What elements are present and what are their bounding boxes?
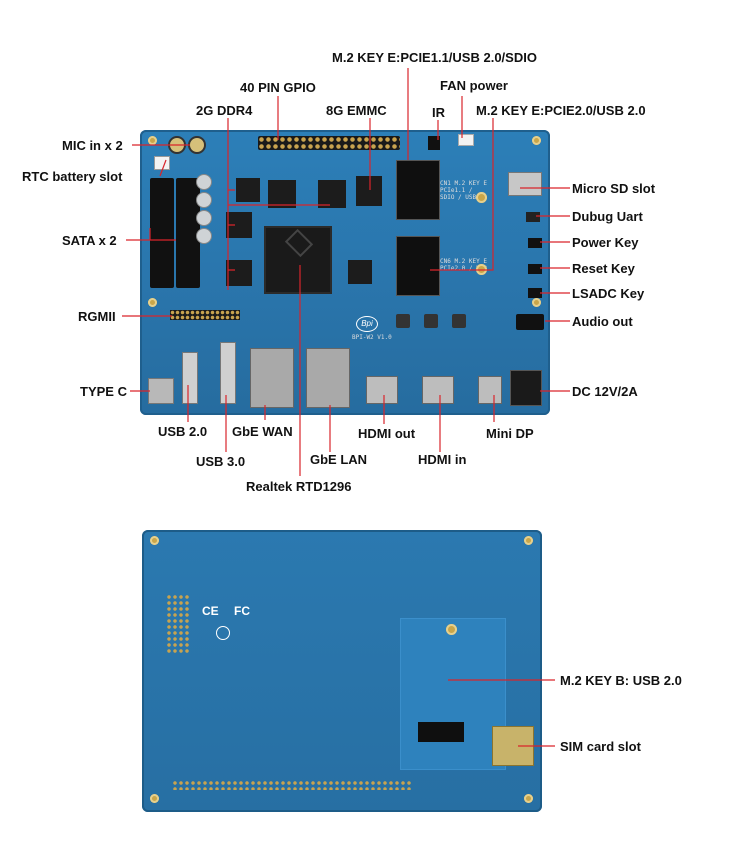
- usb3-port: [220, 342, 236, 404]
- label-hdmi-in: HDMI in: [418, 452, 467, 467]
- m2-e1-silk-text: CN1 M.2 KEY E PCIe1.1 / SDIO / USB: [440, 180, 487, 201]
- usb2-port: [182, 352, 198, 404]
- leader-m2-e-right: [430, 118, 494, 271]
- lsadc-key-button[interactable]: [528, 288, 542, 298]
- capacitor: [196, 228, 212, 244]
- label-sim: SIM card slot: [560, 739, 641, 754]
- mounting-hole: [150, 794, 159, 803]
- label-usb2: USB 2.0: [158, 424, 208, 439]
- capacitor: [196, 192, 212, 208]
- emmc-chip: [356, 176, 382, 206]
- pad-grid: [166, 594, 190, 654]
- label-mini-dp: Mini DP: [486, 426, 534, 441]
- m2-standoff: [446, 624, 457, 635]
- label-reset-key: Reset Key: [572, 261, 635, 276]
- m2-key-b-slot: [418, 722, 464, 742]
- gpio-header: [258, 136, 400, 150]
- board-bottom-side: CE FC: [142, 530, 542, 812]
- label-rtc: RTC battery slot: [22, 169, 123, 184]
- bpi-logo-text: Bpi: [361, 319, 373, 328]
- m2-e2-silk: CN6 M.2 KEY E PCIe2.0 / USB: [440, 240, 492, 288]
- label-ddr4: 2G DDR4: [196, 103, 253, 118]
- ic-chip: [348, 260, 372, 284]
- label-mic: MIC in x 2: [62, 138, 123, 153]
- label-emmc: 8G EMMC: [326, 103, 387, 118]
- mounting-hole: [532, 298, 541, 307]
- m2-standoff: [476, 192, 487, 203]
- sata-connector: [150, 178, 174, 288]
- label-sata: SATA x 2: [62, 233, 117, 248]
- leader-sata: [126, 228, 176, 241]
- recycle-icon: [216, 626, 230, 640]
- ddr4-chip: [318, 180, 346, 208]
- gbe-lan-port: [306, 348, 350, 408]
- label-type-c: TYPE C: [80, 384, 127, 399]
- mounting-hole: [148, 136, 157, 145]
- label-hdmi-out: HDMI out: [358, 426, 416, 441]
- leader-rtc: [159, 159, 167, 177]
- board-model-silk: BPI-W2 V1.0: [352, 334, 392, 341]
- label-gpio: 40 PIN GPIO: [240, 80, 316, 95]
- mounting-hole: [532, 136, 541, 145]
- ddr4-chip: [236, 178, 260, 202]
- label-power-key: Power Key: [572, 235, 639, 250]
- gbe-wan-port: [250, 348, 294, 408]
- mini-dp-port: [478, 376, 502, 404]
- label-m2-b: M.2 KEY B: USB 2.0: [560, 673, 682, 688]
- label-audio-out: Audio out: [572, 314, 633, 329]
- rgmii-header: [170, 310, 240, 320]
- capacitor: [196, 210, 212, 226]
- dc-power-jack: [510, 370, 542, 406]
- m2-key-e-slot-1: [396, 160, 440, 220]
- pad-row: [172, 780, 412, 790]
- ce-mark-icon: CE: [202, 604, 219, 618]
- label-fan-power: FAN power: [440, 78, 508, 93]
- mounting-hole: [524, 536, 533, 545]
- inductor: [452, 314, 466, 328]
- reset-key-button[interactable]: [528, 264, 542, 274]
- mounting-hole: [524, 794, 533, 803]
- m2-e1-silk: CN1 M.2 KEY E PCIe1.1 / SDIO / USB: [440, 162, 492, 210]
- soc-chip: [264, 226, 332, 294]
- micro-sd-slot: [508, 172, 542, 196]
- hdmi-out-port: [366, 376, 398, 404]
- power-key-button[interactable]: [528, 238, 542, 248]
- leader-ddr4: [227, 118, 330, 290]
- label-rgmii: RGMII: [78, 309, 116, 324]
- label-usb3: USB 3.0: [196, 454, 246, 469]
- debug-uart-header: [526, 212, 540, 222]
- board-top-side: CN1 M.2 KEY E PCIe1.1 / SDIO / USB CN6 M…: [140, 130, 550, 415]
- m2-key-b-area: [400, 618, 506, 770]
- label-soc: Realtek RTD1296: [246, 479, 352, 494]
- ddr4-chip: [226, 260, 252, 286]
- inductor: [424, 314, 438, 328]
- capacitor: [196, 174, 212, 190]
- inductor: [396, 314, 410, 328]
- bpi-logo: Bpi: [356, 316, 378, 332]
- m2-e2-silk-text: CN6 M.2 KEY E PCIe2.0 / USB: [440, 258, 487, 272]
- label-ir: IR: [432, 105, 445, 120]
- m2-key-e-slot-2: [396, 236, 440, 296]
- mounting-hole: [148, 298, 157, 307]
- label-gbe-lan: GbE LAN: [310, 452, 368, 467]
- label-gbe-wan: GbE WAN: [232, 424, 293, 439]
- label-m2-e-top: M.2 KEY E:PCIE1.1/USB 2.0/SDIO: [332, 50, 537, 65]
- label-debug-uart: Dubug Uart: [572, 209, 643, 224]
- label-lsadc-key: LSADC Key: [572, 286, 645, 301]
- mounting-hole: [150, 536, 159, 545]
- label-m2-e-right: M.2 KEY E:PCIE2.0/USB 2.0: [476, 103, 646, 118]
- fcc-mark-icon: FC: [234, 604, 250, 618]
- ddr4-chip: [268, 180, 296, 208]
- hdmi-in-port: [422, 376, 454, 404]
- audio-out-jack: [516, 314, 544, 330]
- ir-receiver: [428, 136, 440, 150]
- label-micro-sd: Micro SD slot: [572, 181, 656, 196]
- label-dc: DC 12V/2A: [572, 384, 638, 399]
